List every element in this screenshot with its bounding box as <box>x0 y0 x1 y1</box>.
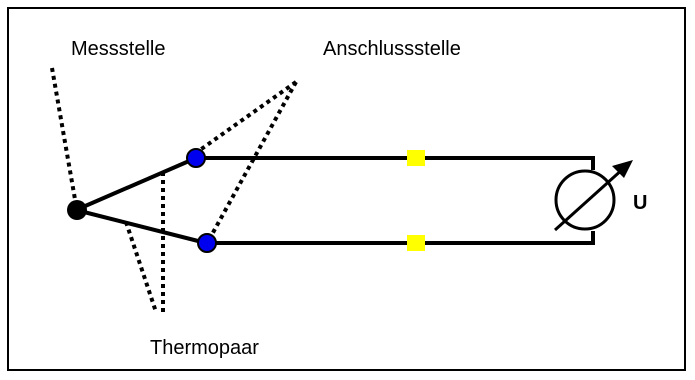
lead-wire-upper <box>196 156 595 170</box>
voltmeter-arrowhead <box>612 160 633 178</box>
connection-terminal-upper <box>186 148 206 168</box>
measuring-junction-dot <box>67 200 87 220</box>
lead-wire-lower <box>206 231 595 245</box>
connection-terminal-lower <box>197 233 217 253</box>
label-voltage: U <box>633 192 647 214</box>
voltmeter-needle <box>553 166 626 232</box>
diagram-border <box>7 7 686 371</box>
contact-square-lower <box>407 235 425 251</box>
leader-lines <box>50 67 298 313</box>
leader-anschluss-upper <box>198 80 298 152</box>
label-messstelle: Messstelle <box>71 38 165 60</box>
leader-messstelle <box>50 67 78 206</box>
thermo-wire-upper <box>75 156 197 212</box>
leader-thermopaar-left <box>124 221 158 313</box>
label-thermopaar: Thermopaar <box>150 337 259 359</box>
voltmeter-icon <box>553 160 633 232</box>
label-anschlussstelle: Anschlussstelle <box>323 38 461 60</box>
contact-square-upper <box>407 150 425 166</box>
circuit-wires <box>75 156 595 245</box>
thermo-wire-lower <box>75 208 207 245</box>
